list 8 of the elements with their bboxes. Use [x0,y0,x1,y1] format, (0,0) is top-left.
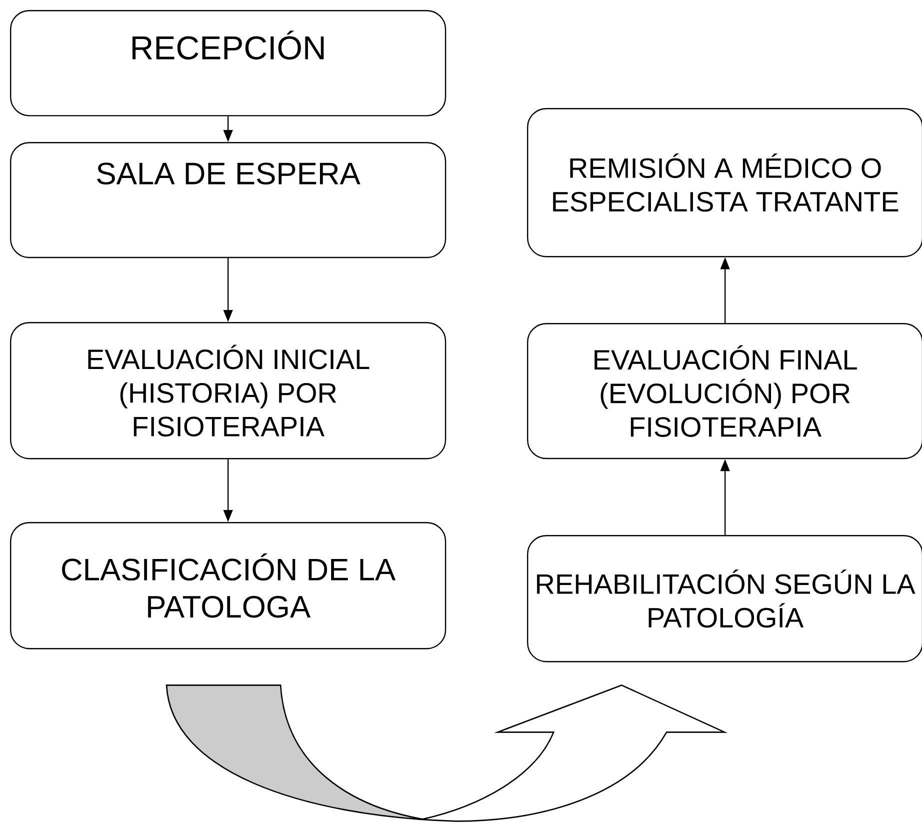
process-box: REHABILITACIÓN SEGÚN LA PATOLOGÍA [527,535,922,662]
process-box: RECEPCIÓN [10,10,446,116]
process-box: REMISIÓN A MÉDICO O ESPECIALISTA TRATANTE [527,108,922,258]
process-box: EVALUACIÓN INICIAL (HISTORIA) POR FISIOTERAPIA [10,322,446,460]
curved-block-arrow [166,684,726,822]
process-box: EVALUACIÓN FINAL (EVOLUCIÓN) POR FISIOTERAPIA [527,323,922,460]
process-box: SALA DE ESPERA [10,142,446,258]
process-box: CLASIFICACIÓN DE LA PATOLOGA [10,522,446,650]
